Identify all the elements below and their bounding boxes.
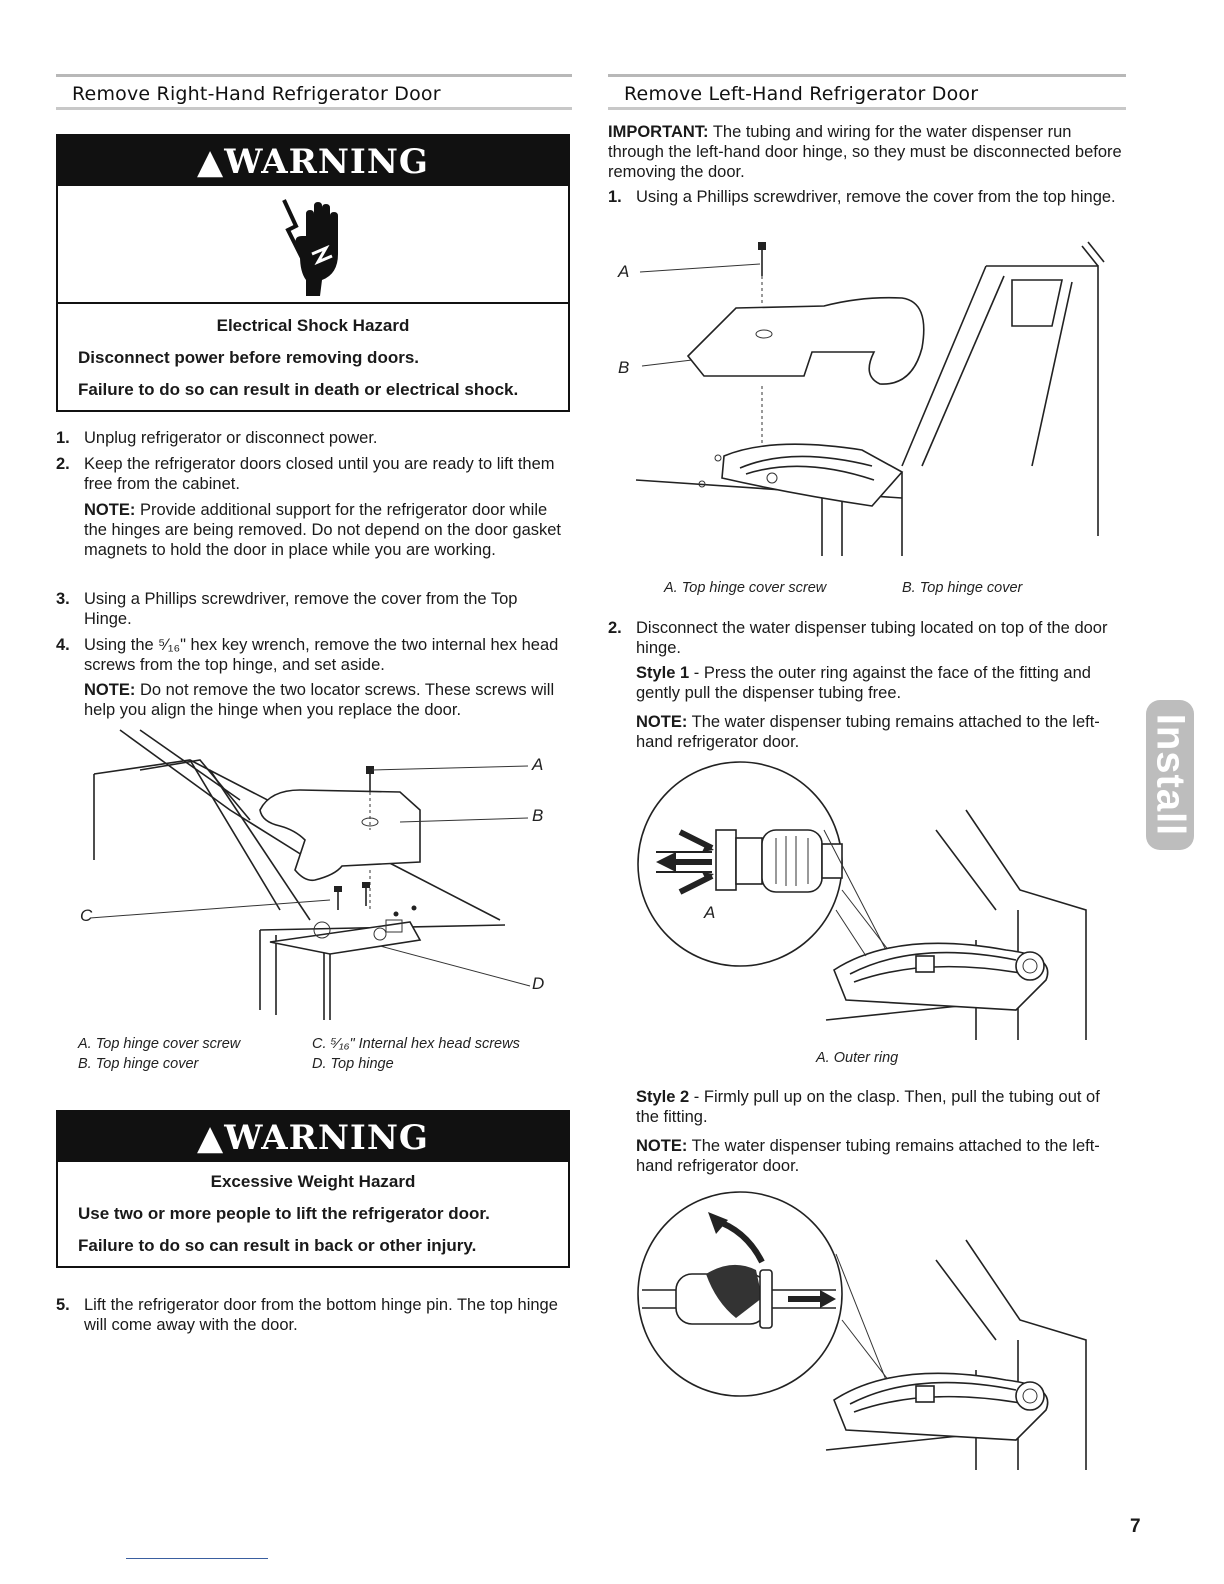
callout-a: A xyxy=(532,755,544,774)
step-text: Keep the refrigerator doors closed until… xyxy=(84,455,555,493)
note-label: NOTE: xyxy=(84,681,136,699)
weight-hazard-warning: ▲WARNING Excessive Weight Hazard Use two… xyxy=(56,1110,570,1268)
warning-line-2: Failure to do so can result in death or … xyxy=(78,380,519,399)
step-text: Lift the refrigerator door from the bott… xyxy=(84,1296,558,1334)
warning-line-1: Use two or more people to lift the refri… xyxy=(78,1204,490,1223)
warning-line-2: Failure to do so can result in back or o… xyxy=(78,1236,477,1255)
warning-triangle-icon: ▲ xyxy=(197,1118,225,1158)
note-text: The water dispenser tubing remains attac… xyxy=(636,1137,1100,1175)
style1-instruction: Style 1 - Press the outer ring against t… xyxy=(636,663,1122,703)
step-text: Unplug refrigerator or disconnect power. xyxy=(84,429,378,447)
step-number: 2. xyxy=(608,619,622,637)
right-note-2: NOTE: The water dispenser tubing remains… xyxy=(636,1136,1122,1176)
warning-hazard: Electrical Shock Hazard xyxy=(216,316,410,335)
step-text: Using the ⁵⁄₁₆" hex key wrench, remove t… xyxy=(84,636,559,674)
step-number: 5. xyxy=(56,1296,70,1314)
step-text: Using a Phillips screwdriver, remove the… xyxy=(84,590,518,628)
style2-clasp-illustration xyxy=(637,1191,1087,1470)
warning-triangle-icon: ▲ xyxy=(197,142,225,182)
callout-b: B xyxy=(532,806,544,825)
figure1-caption-b: B. Top hinge cover xyxy=(902,580,1023,596)
note-label: NOTE: xyxy=(636,713,688,731)
note-text: Do not remove the two locator screws. Th… xyxy=(84,681,555,719)
callout-d: D xyxy=(532,974,545,993)
style2-label: Style 2 xyxy=(636,1088,690,1106)
step-number: 1. xyxy=(608,188,622,206)
note-label: NOTE: xyxy=(636,1137,688,1155)
important-label: IMPORTANT: xyxy=(608,123,709,141)
figure2-callout-a: A xyxy=(704,903,716,922)
left-hinge-cover-illustration xyxy=(635,241,1105,556)
important-note: IMPORTANT: The tubing and wiring for the… xyxy=(608,122,1122,182)
left-note-1: NOTE: Provide additional support for the… xyxy=(84,500,566,560)
important-text: The tubing and wiring for the water disp… xyxy=(608,123,1122,181)
callout-c: C xyxy=(80,906,93,925)
note-text: The water dispenser tubing remains attac… xyxy=(636,713,1100,751)
section-tab-label: Install xyxy=(1148,713,1193,837)
figure1-callout-b: B xyxy=(618,358,630,377)
footer-rule xyxy=(126,1558,268,1559)
step-number: 3. xyxy=(56,590,70,608)
style1-label: Style 1 xyxy=(636,664,690,682)
figure1-callout-a: A xyxy=(618,262,630,281)
section-heading-left-hand-door: Remove Left-Hand Refrigerator Door xyxy=(608,74,1126,110)
caption-d: D. Top hinge xyxy=(312,1056,394,1072)
warning-header: ▲WARNING xyxy=(58,136,568,186)
note-text: Provide additional support for the refri… xyxy=(84,501,562,559)
electrical-shock-icon xyxy=(282,199,338,296)
right-hinge-illustration xyxy=(89,729,531,1020)
figure2-caption: A. Outer ring xyxy=(816,1050,899,1066)
step-text: Disconnect the water dispenser tubing lo… xyxy=(636,619,1108,657)
figure1-caption-a: A. Top hinge cover screw xyxy=(664,580,827,596)
left-note-2: NOTE: Do not remove the two locator scre… xyxy=(84,680,566,720)
caption-c: C. ⁵⁄₁₆" Internal hex head screws xyxy=(312,1036,520,1052)
shock-icon-area xyxy=(58,186,568,304)
style2-text: - Firmly pull up on the clasp. Then, pul… xyxy=(636,1088,1100,1126)
page-number: 7 xyxy=(1130,1516,1141,1537)
step-number: 2. xyxy=(56,455,70,473)
section-tab-install: Install xyxy=(1146,700,1194,850)
style2-instruction: Style 2 - Firmly pull up on the clasp. T… xyxy=(636,1087,1122,1127)
note-label: NOTE: xyxy=(84,501,136,519)
warning-hazard: Excessive Weight Hazard xyxy=(210,1172,416,1191)
style1-fitting-illustration xyxy=(637,761,1087,1040)
electrical-shock-warning: ▲WARNING Electrical Shock Hazard Disconn… xyxy=(56,134,570,412)
section-heading-right-hand-door: Remove Right-Hand Refrigerator Door xyxy=(56,74,572,110)
step-text: Using a Phillips screwdriver, remove the… xyxy=(636,188,1116,206)
style1-text: - Press the outer ring against the face … xyxy=(636,664,1091,702)
warning-header: ▲WARNING xyxy=(58,1112,568,1162)
warning-title: WARNING xyxy=(224,1118,429,1158)
caption-b: B. Top hinge cover xyxy=(78,1056,199,1072)
warning-line-1: Disconnect power before removing doors. xyxy=(78,348,420,367)
warning-title: WARNING xyxy=(224,142,429,182)
caption-a: A. Top hinge cover screw xyxy=(78,1036,241,1052)
step-number: 1. xyxy=(56,429,70,447)
step-number: 4. xyxy=(56,636,70,654)
right-note-1: NOTE: The water dispenser tubing remains… xyxy=(636,712,1122,752)
